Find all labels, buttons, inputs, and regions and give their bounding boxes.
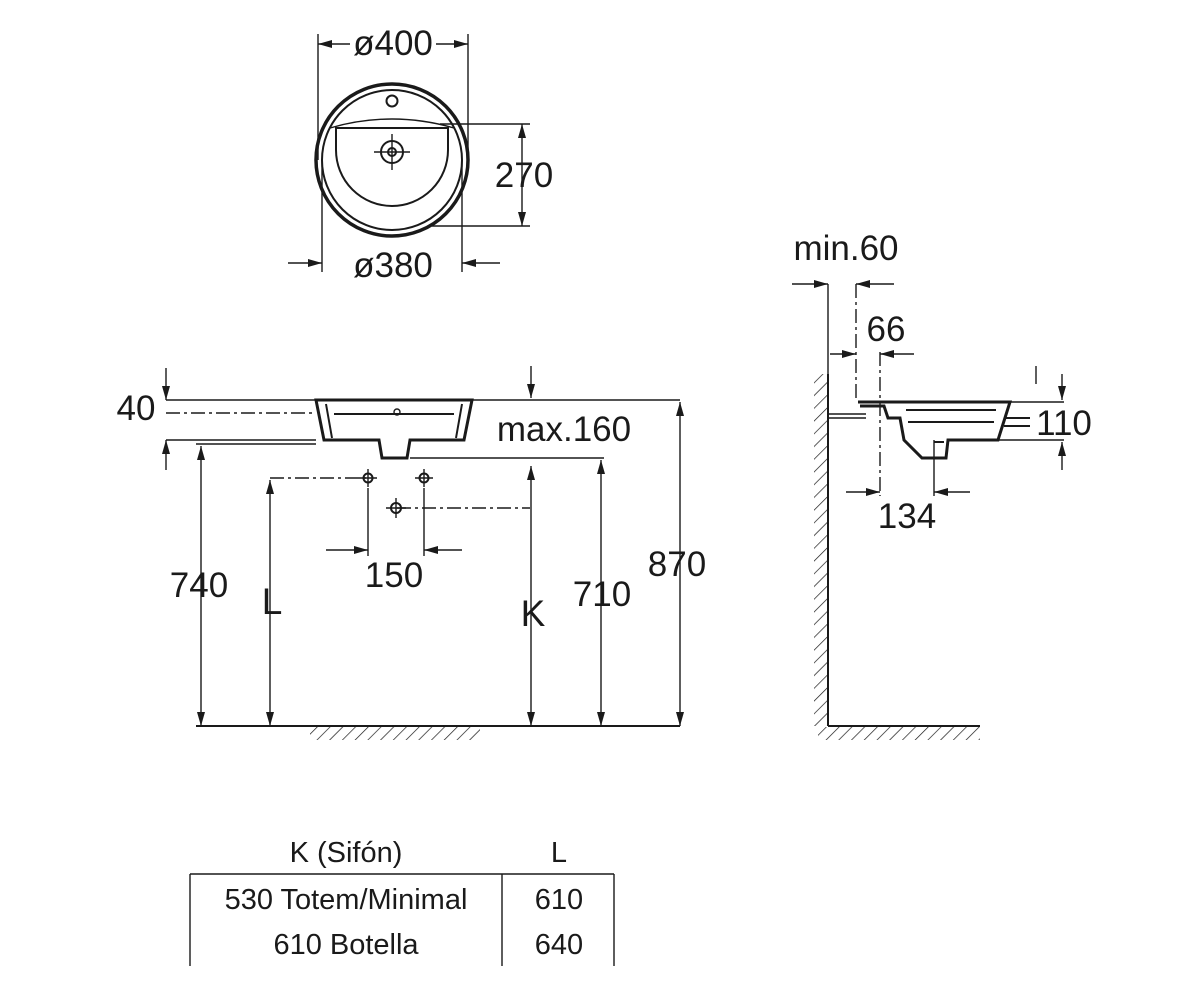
dim-740-label: 740 <box>170 566 228 605</box>
dim-K-label: K <box>521 593 546 634</box>
tap-hole-left-icon <box>359 469 377 487</box>
wall-hatch <box>814 374 827 726</box>
floor-hatch-side <box>818 727 980 740</box>
table-cell-k: 530 Totem/Minimal <box>225 884 468 916</box>
dim-L-label: L <box>262 581 283 622</box>
front-basin-inner <box>325 403 463 439</box>
table-row: 610 Botella 640 <box>273 929 583 961</box>
tap-hole-icon <box>385 94 399 108</box>
dim-150-label: 150 <box>365 556 423 595</box>
table-cell-l: 610 <box>535 884 583 916</box>
side-basin-inner <box>906 409 996 443</box>
table-cell-l: 640 <box>535 929 583 961</box>
table-cell-k: 610 Botella <box>273 929 419 961</box>
dim-40-label: 40 <box>117 389 156 428</box>
dim-134-label: 134 <box>878 497 936 536</box>
table-header-k: K (Sifón) <box>290 837 403 869</box>
front-view: 40 max.160 150 <box>117 366 706 740</box>
table-header-l: L <box>551 837 567 869</box>
top-view: ø400 ø380 270 <box>288 24 553 285</box>
front-basin-outline <box>314 398 474 460</box>
basin-bowl-outline <box>335 127 449 207</box>
table-row: 530 Totem/Minimal 610 <box>225 884 584 916</box>
siphon-table: K (Sifón) L 530 Totem/Minimal 610 610 Bo… <box>189 837 615 966</box>
dim-66-label: 66 <box>867 310 906 349</box>
dim-d380-label: ø380 <box>353 246 433 285</box>
basin-deck-curve <box>329 118 455 129</box>
dim-max160-label: max.160 <box>497 410 631 449</box>
dim-min60-label: min.60 <box>793 229 898 268</box>
floor-hatch-front <box>310 727 480 740</box>
dim-270-label: 270 <box>495 156 553 195</box>
dim-870-label: 870 <box>648 545 706 584</box>
side-view: min.60 66 110 134 <box>792 229 1092 740</box>
side-basin-outline <box>858 400 1013 460</box>
dim-110-label: 110 <box>1036 404 1092 443</box>
drain-icon <box>374 134 410 170</box>
waste-outlet-icon <box>386 498 406 518</box>
tap-hole-right-icon <box>415 469 433 487</box>
dim-710-label: 710 <box>573 575 631 614</box>
front-overflow-icon <box>393 408 401 416</box>
dim-d400-label: ø400 <box>353 24 433 63</box>
